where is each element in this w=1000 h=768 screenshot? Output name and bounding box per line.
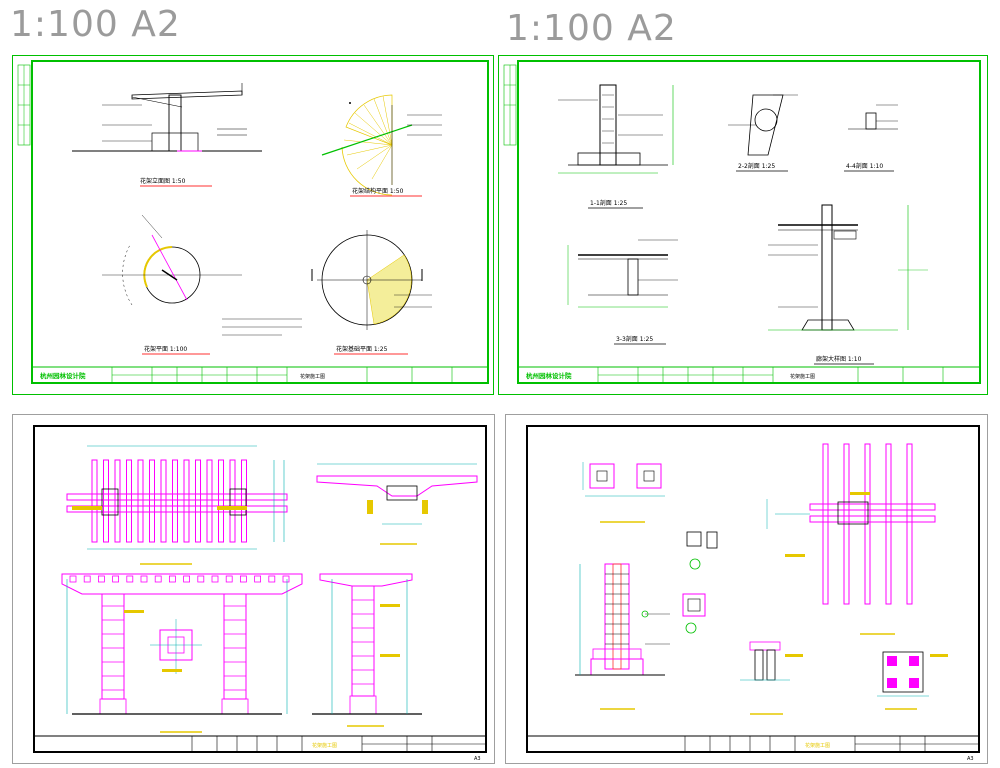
view-title-section-1-1: 1-1剖面 1:25 <box>590 199 627 207</box>
view-footing-plans <box>582 462 665 497</box>
rafter-end <box>83 575 91 583</box>
rafter-end <box>239 575 247 583</box>
org-name-sheet-1: 杭州园林设计院 <box>40 371 86 380</box>
view-beam-joint <box>740 641 803 681</box>
drawing-sheet-4: 花架施工图 A3 <box>505 414 988 764</box>
rafter <box>183 459 190 543</box>
sheet-title-2: 花架施工图 <box>790 373 815 380</box>
view-plan <box>102 214 242 306</box>
sheet-title-3: 花架施工图 <box>312 742 337 749</box>
view-title-section-2-2: 2-2剖面 1:25 <box>738 162 775 170</box>
rafter <box>103 459 109 543</box>
beam-vertical <box>885 443 892 605</box>
view-foundation-plan <box>311 230 432 330</box>
rafter <box>229 459 236 543</box>
rafter <box>241 459 247 543</box>
rafter-end <box>225 575 233 583</box>
rafter-end <box>140 575 148 583</box>
rafter-end <box>282 575 290 583</box>
view-pergola-plan <box>66 445 288 550</box>
rafter <box>206 459 213 543</box>
sheet-4-canvas: 花架施工图 A3 <box>505 414 988 764</box>
view-front-elevation <box>61 573 303 715</box>
view-title-detail: 廊架大样图 1:10 <box>816 355 862 363</box>
sheet-1-canvas: 花架立面图 1:50 花架结构 <box>12 55 494 395</box>
scale-label-right: 1:100 A2 <box>506 8 677 49</box>
sheet-3-canvas: 花架施工图 A3 <box>12 414 495 764</box>
rafter <box>172 459 178 543</box>
rafter-end <box>98 575 105 583</box>
view-title-plan: 花架平面 1:100 <box>144 345 187 353</box>
rafter <box>91 459 98 543</box>
rafter <box>149 459 155 543</box>
view-side-elevation <box>312 573 422 715</box>
sheet-title-1: 花架施工图 <box>300 373 325 380</box>
drawing-sheet-3: 花架施工图 A3 <box>12 414 495 764</box>
view-title-foundation-plan: 花架基础平面 1:25 <box>336 345 388 353</box>
rafter-end <box>197 575 205 583</box>
rafter <box>218 459 224 543</box>
rafter <box>114 459 121 543</box>
sheet-2-canvas: 1-1剖面 1:25 2-2剖面 1:25 4-4剖面 1:10 <box>498 55 988 395</box>
drawing-sheet-2: 1-1剖面 1:25 2-2剖面 1:25 4-4剖面 1:10 <box>498 55 988 395</box>
scale-label-left: 1:100 A2 <box>10 4 181 45</box>
drawing-sheet-1: 花架立面图 1:50 花架结构 <box>12 55 494 395</box>
rafter-end <box>183 575 191 583</box>
view-title-elevation: 花架立面图 1:50 <box>140 177 186 185</box>
view-beam-plan <box>766 443 936 605</box>
rafter-end <box>69 575 77 583</box>
rafter-end <box>154 575 162 583</box>
view-structure-plan <box>321 94 442 196</box>
rafter <box>137 459 144 543</box>
view-section-4-4 <box>848 104 898 130</box>
sheet-title-4: 花架施工图 <box>805 742 830 749</box>
view-detail <box>768 204 928 331</box>
rafter-end <box>211 575 219 583</box>
rafter <box>160 459 167 543</box>
view-title-structure-plan: 花架结构平面 1:50 <box>352 187 404 195</box>
rafter-end <box>126 575 134 583</box>
rafter-end <box>254 575 262 583</box>
view-side-beam <box>316 463 478 525</box>
view-small-sections <box>682 531 718 634</box>
sheet-no-4: A3 <box>967 756 974 762</box>
rafter <box>126 459 132 543</box>
rafter-end <box>168 575 176 583</box>
view-section-3-3 <box>567 239 678 308</box>
rafter-end <box>112 575 119 583</box>
view-title-section-4-4: 4-4剖面 1:10 <box>846 162 883 170</box>
rafter <box>195 459 201 543</box>
view-column-detail <box>575 563 670 676</box>
rafter-end <box>268 575 276 583</box>
view-anchor-plate <box>877 651 948 697</box>
sheet-no-3: A3 <box>474 756 481 762</box>
view-section-1-1 <box>558 84 674 174</box>
beam-vertical <box>822 443 829 605</box>
view-title-section-3-3: 3-3剖面 1:25 <box>616 335 653 343</box>
view-elevation <box>72 83 262 152</box>
view-section-2-2 <box>728 94 798 156</box>
org-name-sheet-2: 杭州园林设计院 <box>526 371 572 380</box>
beam-vertical <box>906 443 913 605</box>
